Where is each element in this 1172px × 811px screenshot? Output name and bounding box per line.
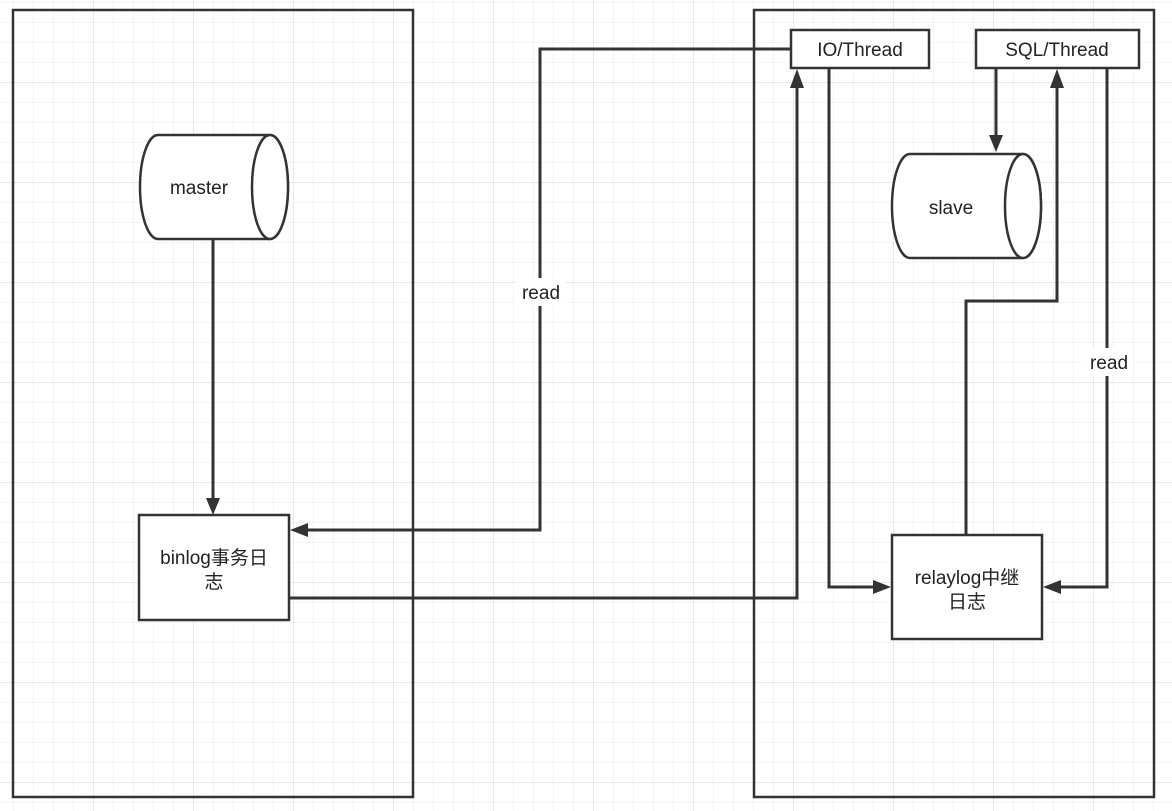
slave-database[interactable]: slave (890, 152, 1043, 260)
sql-thread-label: SQL/Thread (1005, 40, 1109, 61)
sql-thread-node[interactable]: SQL/Thread (974, 28, 1141, 70)
edge-io-thread-to-relaylog (827, 68, 891, 594)
io-thread-node[interactable]: IO/Thread (789, 28, 931, 70)
slave-server-frame (752, 8, 1156, 799)
relaylog-node[interactable]: relaylog中继 日志 (890, 533, 1044, 641)
io-thread-label: IO/Thread (817, 40, 903, 61)
edge-relaylog-to-sql-thread (964, 69, 1064, 535)
binlog-label-line1: binlog事务日 (160, 547, 268, 569)
master-server-frame (11, 8, 415, 799)
binlog-node[interactable]: binlog事务日 志 (137, 513, 291, 622)
relaylog-label-line1: relaylog中继 (915, 567, 1020, 589)
sql-read-label: read (1090, 353, 1128, 374)
edge-sql-thread-read-relaylog (1043, 68, 1109, 594)
edge-sql-thread-to-slave (989, 68, 1003, 152)
master-database[interactable]: master (138, 133, 290, 241)
slave-label: slave (929, 198, 973, 219)
relaylog-label-line2: 日志 (948, 591, 986, 613)
edge-master-to-binlog (206, 240, 220, 515)
io-read-label: read (522, 283, 560, 304)
edge-binlog-to-io-thread (289, 69, 804, 600)
master-label: master (170, 178, 229, 199)
binlog-label-line2: 志 (204, 571, 223, 593)
